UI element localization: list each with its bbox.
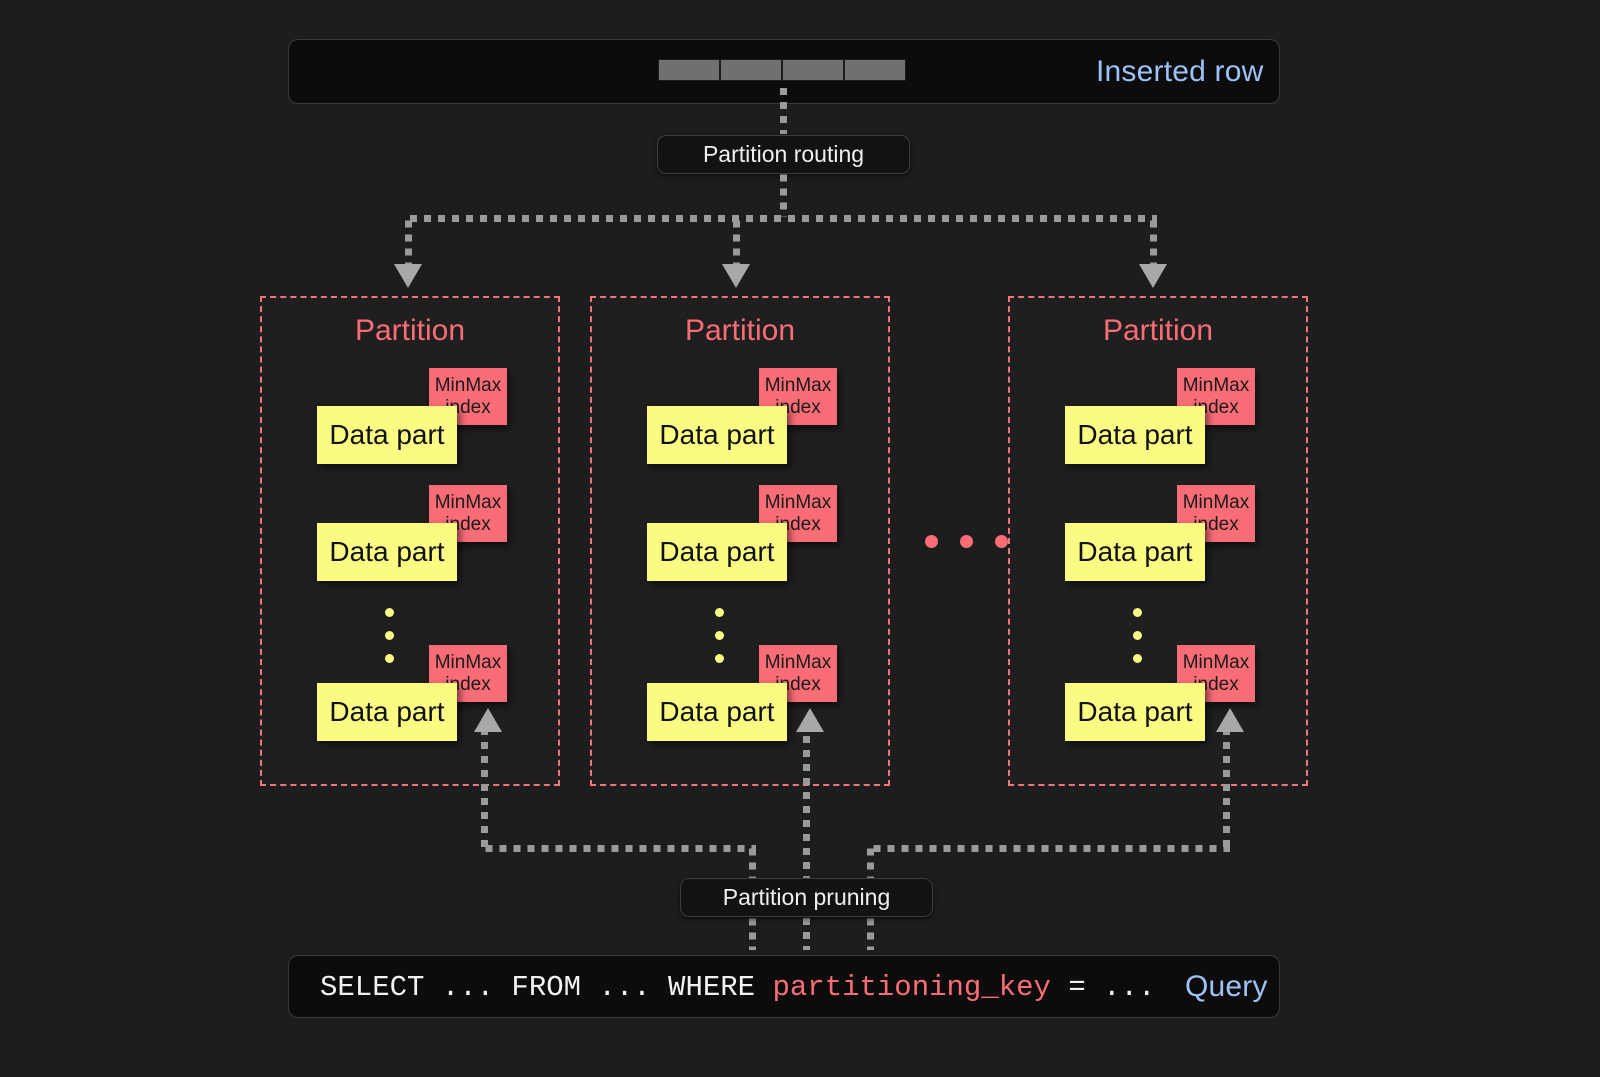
data-part-2-3[interactable]: Data part: [647, 683, 787, 741]
data-part-ellipsis-3: [1133, 608, 1142, 677]
minmax-line-1: MinMax: [1182, 374, 1250, 396]
arrowhead-pruning-to-partition-1: [474, 708, 502, 732]
partition-2[interactable]: Partition MinMax index Data part MinMax …: [590, 296, 890, 786]
connector-routing-to-bus: [780, 174, 787, 217]
query-sql-text: SELECT ... FROM ... WHERE partitioning_k…: [320, 971, 1155, 1004]
arrowhead-pruning-to-partition-2: [796, 708, 824, 732]
data-part-label: Data part: [659, 419, 775, 450]
connector-bus-to-partition-2: [733, 215, 740, 268]
connector-bus-to-partition-1: [405, 215, 412, 268]
row-cell: [782, 59, 844, 81]
sql-prefix: SELECT ... FROM ... WHERE: [320, 971, 773, 1004]
data-part-label: Data part: [1077, 696, 1193, 727]
data-part-label: Data part: [329, 696, 445, 727]
connector-partition-2-to-pruning: [803, 732, 810, 950]
minmax-line-1: MinMax: [764, 651, 832, 673]
sql-suffix: = ...: [1050, 971, 1156, 1004]
partition-3-title: Partition: [1102, 314, 1214, 347]
row-cell: [720, 59, 782, 81]
minmax-line-1: MinMax: [1182, 651, 1250, 673]
data-part-3-2[interactable]: Data part: [1065, 523, 1205, 581]
data-part-label: Data part: [1077, 536, 1193, 567]
arrowhead-to-partition-1: [394, 264, 422, 288]
connector-partition-1-down: [481, 732, 488, 850]
partitions-ellipsis: [925, 535, 1030, 548]
minmax-line-1: MinMax: [764, 491, 832, 513]
partition-1[interactable]: Partition MinMax index Data part MinMax …: [260, 296, 560, 786]
data-part-label: Data part: [659, 696, 775, 727]
row-cell: [658, 59, 720, 81]
partition-pruning-box[interactable]: Partition pruning: [680, 878, 933, 917]
partition-1-title: Partition: [354, 314, 466, 347]
partition-2-title: Partition: [684, 314, 796, 347]
connector-bus-to-partition-3: [1150, 215, 1157, 268]
query-label: Query: [1185, 970, 1268, 1003]
data-part-1-1[interactable]: Data part: [317, 406, 457, 464]
data-part-label: Data part: [659, 536, 775, 567]
partition-pruning-label: Partition pruning: [722, 884, 891, 910]
data-part-2-2[interactable]: Data part: [647, 523, 787, 581]
partition-routing-box[interactable]: Partition routing: [657, 135, 910, 174]
minmax-line-1: MinMax: [434, 374, 502, 396]
connector-partition-3-to-pruning: [867, 845, 1230, 852]
data-part-ellipsis-2: [715, 608, 724, 677]
data-part-2-1[interactable]: Data part: [647, 406, 787, 464]
data-part-3-3[interactable]: Data part: [1065, 683, 1205, 741]
data-part-1-3[interactable]: Data part: [317, 683, 457, 741]
query-bar: [288, 955, 1280, 1018]
arrowhead-pruning-to-partition-3: [1216, 708, 1244, 732]
arrowhead-to-partition-3: [1139, 264, 1167, 288]
inserted-row-label: Inserted row: [1096, 55, 1264, 88]
data-part-3-1[interactable]: Data part: [1065, 406, 1205, 464]
row-cell: [844, 59, 906, 81]
minmax-line-1: MinMax: [434, 491, 502, 513]
inserted-row-cells: [658, 59, 906, 81]
data-part-label: Data part: [329, 536, 445, 567]
data-part-label: Data part: [329, 419, 445, 450]
connector-partition-3-down: [1223, 732, 1230, 850]
data-part-ellipsis-1: [385, 608, 394, 677]
minmax-line-1: MinMax: [764, 374, 832, 396]
partition-3[interactable]: Partition MinMax index Data part MinMax …: [1008, 296, 1308, 786]
minmax-line-1: MinMax: [1182, 491, 1250, 513]
data-part-label: Data part: [1077, 419, 1193, 450]
connector-routing-bus: [405, 215, 1157, 222]
arrowhead-to-partition-2: [722, 264, 750, 288]
connector-partition-1-to-pruning: [481, 845, 756, 852]
partition-routing-label: Partition routing: [702, 141, 865, 167]
connector-row-to-routing: [780, 84, 787, 134]
data-part-1-2[interactable]: Data part: [317, 523, 457, 581]
minmax-line-1: MinMax: [434, 651, 502, 673]
sql-partitioning-key: partitioning_key: [772, 971, 1051, 1004]
